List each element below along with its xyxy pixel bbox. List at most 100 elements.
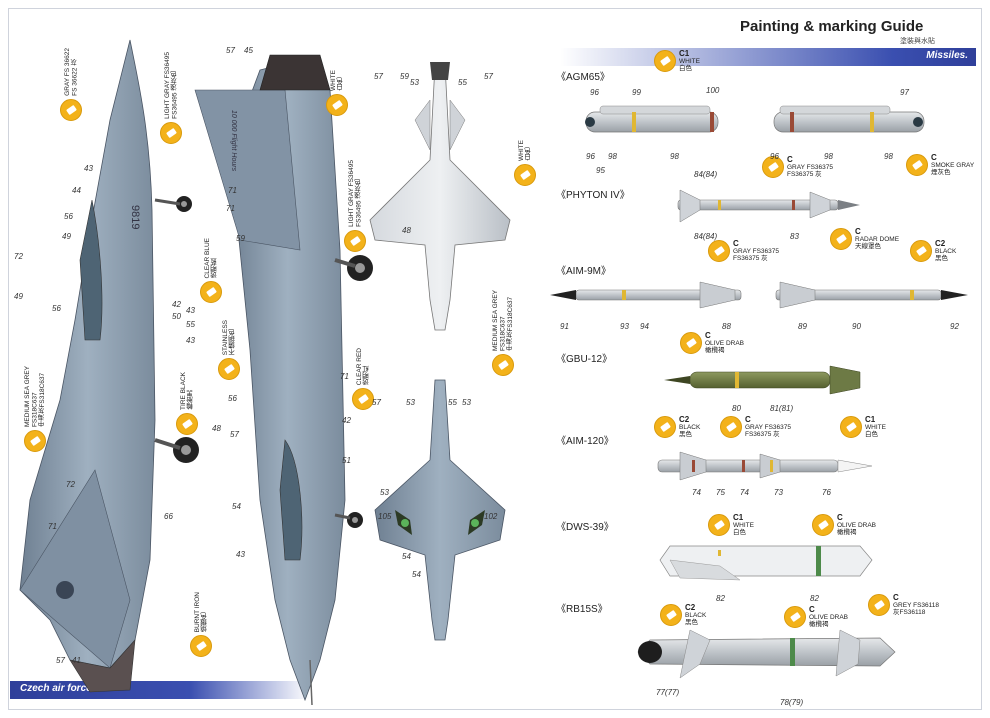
paint-brush-icon — [708, 240, 730, 262]
ref-number: 99 — [632, 88, 641, 97]
ref-number: 82 — [716, 594, 725, 603]
missile-name-gbu12: 《GBU-12》 — [556, 354, 613, 365]
ref-number: 72 — [14, 252, 23, 261]
tail-text-middle: 10 000 Flight Hours — [230, 110, 237, 172]
page-title: Painting & marking Guide — [740, 18, 924, 35]
ref-number: 55 — [448, 398, 457, 407]
footer-label: Czech air force. — [20, 683, 95, 694]
ref-number: 73 — [774, 488, 783, 497]
paint-brush-icon — [654, 50, 676, 72]
paint-brush-icon — [812, 514, 834, 536]
missile-gbu12 — [664, 365, 861, 395]
paint-brush-icon — [326, 93, 348, 116]
ref-number: 57 — [56, 656, 65, 665]
missile-phyton-iv — [677, 189, 860, 223]
ref-number: 43 — [186, 336, 195, 345]
ref-number: 97 — [900, 88, 909, 97]
ref-number: 48 — [212, 424, 221, 433]
ref-number: 59 — [400, 72, 409, 81]
ref-number: 55 — [458, 78, 467, 87]
ref-number: 76 — [822, 488, 831, 497]
ref-number: 71 — [228, 186, 237, 195]
ref-number: 96 — [590, 88, 599, 97]
paint-brush-icon — [680, 332, 702, 354]
paint-brush-icon — [218, 358, 240, 381]
missile-name-aim9m: 《AIM-9M》 — [556, 266, 611, 277]
ref-number: 49 — [14, 292, 23, 301]
missile-aim120 — [657, 451, 873, 481]
paint-brush-icon — [344, 229, 366, 252]
paint-brush-icon — [352, 388, 374, 411]
ref-number: 81(81) — [770, 404, 794, 413]
paint-brush-icon — [868, 594, 890, 616]
paint-brush-icon — [660, 604, 682, 626]
ref-number: 56 — [228, 394, 237, 403]
ref-number: 82 — [810, 594, 819, 603]
ref-number: 77(77) — [656, 688, 680, 697]
ref-number: 57 — [484, 72, 493, 81]
aircraft-side-middle — [194, 54, 373, 706]
ref-number: 78(79) — [780, 698, 804, 707]
missile-agm65-right — [773, 105, 925, 133]
ref-number: 45 — [244, 46, 253, 55]
ref-number: 98 — [608, 152, 617, 161]
paint-brush-icon — [830, 228, 852, 250]
paint-brush-icon — [24, 430, 47, 453]
ref-number: 102 — [484, 512, 498, 521]
ref-number: 49 — [62, 232, 71, 241]
missile-name-phyton: 《PHYTON IV》 — [556, 190, 630, 201]
paint-brush-icon — [514, 163, 536, 186]
ref-number: 56 — [64, 212, 73, 221]
ref-number: 72 — [66, 480, 75, 489]
ref-number: 100 — [706, 86, 720, 95]
ref-number: 56 — [52, 304, 61, 313]
paint-brush-icon — [906, 154, 928, 176]
ref-number: 53 — [406, 398, 415, 407]
aircraft-top-view — [369, 62, 511, 331]
ref-number: 74 — [692, 488, 701, 497]
ref-number: 55 — [186, 320, 195, 329]
ref-number: 93 — [620, 322, 629, 331]
ref-number: 71 — [340, 372, 349, 381]
ref-number: 41 — [72, 656, 81, 665]
section-label: Missiles. — [926, 50, 968, 61]
ref-number: 51 — [342, 456, 351, 465]
ref-number: 90 — [852, 322, 861, 331]
ref-number: 59 — [236, 234, 245, 243]
ref-number: 43 — [186, 306, 195, 315]
paint-brush-icon — [160, 121, 182, 144]
ref-number: 88 — [722, 322, 731, 331]
paint-brush-icon — [654, 416, 676, 438]
ref-number: 54 — [232, 502, 241, 511]
paint-brush-icon — [762, 156, 784, 178]
ref-number: 53 — [410, 78, 419, 87]
ref-number: 43 — [236, 550, 245, 559]
ref-number: 89 — [798, 322, 807, 331]
aircraft-side-left — [19, 39, 199, 693]
ref-number: 42 — [342, 416, 351, 425]
paint-brush-icon — [840, 416, 862, 438]
ref-number: 66 — [164, 512, 173, 521]
paint-brush-icon — [784, 606, 806, 628]
ref-number: 94 — [640, 322, 649, 331]
ref-number: 57 — [374, 72, 383, 81]
ref-number: 71 — [226, 204, 235, 213]
